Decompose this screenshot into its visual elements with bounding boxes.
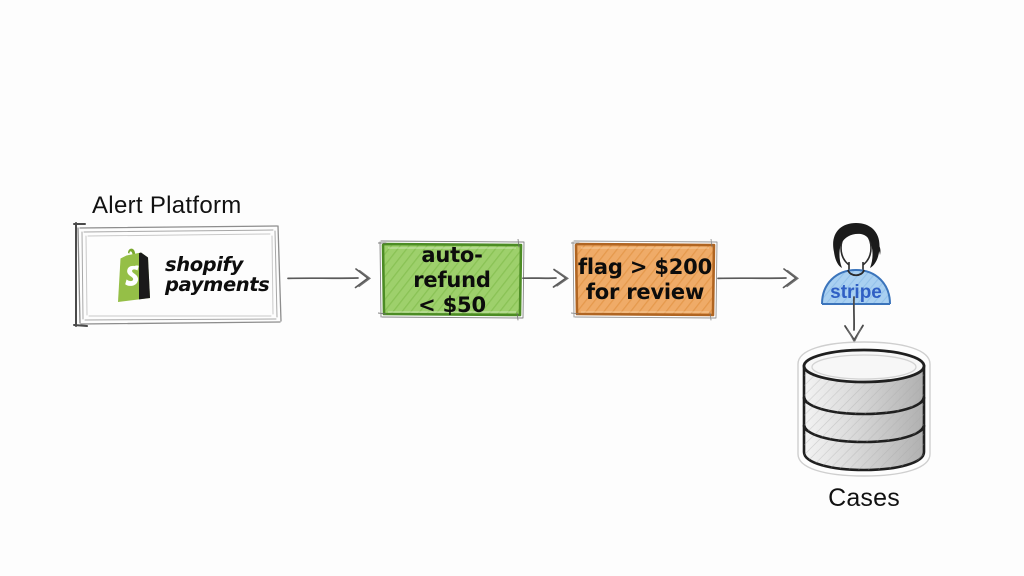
arrow-autorefund-to-flag <box>522 258 578 298</box>
stripe-shirt-label: stripe <box>830 282 882 303</box>
flag-review-box-shape <box>571 239 718 321</box>
alert-platform-label: Alert Platform <box>92 192 242 219</box>
shopify-payments-wordmark: shopify payments <box>165 252 270 296</box>
arrow-right-icon <box>287 268 372 289</box>
flag-review-line2: for review <box>585 280 705 304</box>
shopify-wordmark-line2: payments <box>165 273 270 296</box>
flag-review-line1: flag > $200 <box>577 255 712 279</box>
arrow-alert-to-autorefund <box>286 258 382 298</box>
person-icon: stripe <box>821 223 891 305</box>
flag-review-text: flag > $200 for review <box>571 255 719 305</box>
auto-refund-step[interactable]: auto-refund < $50 <box>378 239 526 321</box>
auto-refund-text: auto-refund < $50 <box>378 243 526 318</box>
arrow-right-icon <box>717 268 800 289</box>
shopify-bag-icon <box>118 248 150 302</box>
cases-database-label: Cases <box>828 484 900 512</box>
stripe-reviewer-avatar[interactable]: stripe <box>800 222 912 310</box>
arrow-flag-to-stripe <box>716 258 812 298</box>
arrow-right-icon <box>522 268 569 288</box>
auto-refund-line1: auto-refund <box>413 242 491 292</box>
database-cylinder-icon <box>797 341 931 477</box>
shopify-payments-logo: shopify payments <box>108 244 270 306</box>
auto-refund-line2: < $50 <box>418 292 486 317</box>
auto-refund-box-shape <box>378 239 525 321</box>
cases-database-icon[interactable] <box>784 336 944 480</box>
alert-platform-box <box>72 222 288 328</box>
flag-review-step[interactable]: flag > $200 for review <box>571 239 719 321</box>
alert-platform-box-outline <box>73 222 282 327</box>
shopify-wordmark-line1: shopify <box>165 252 243 276</box>
